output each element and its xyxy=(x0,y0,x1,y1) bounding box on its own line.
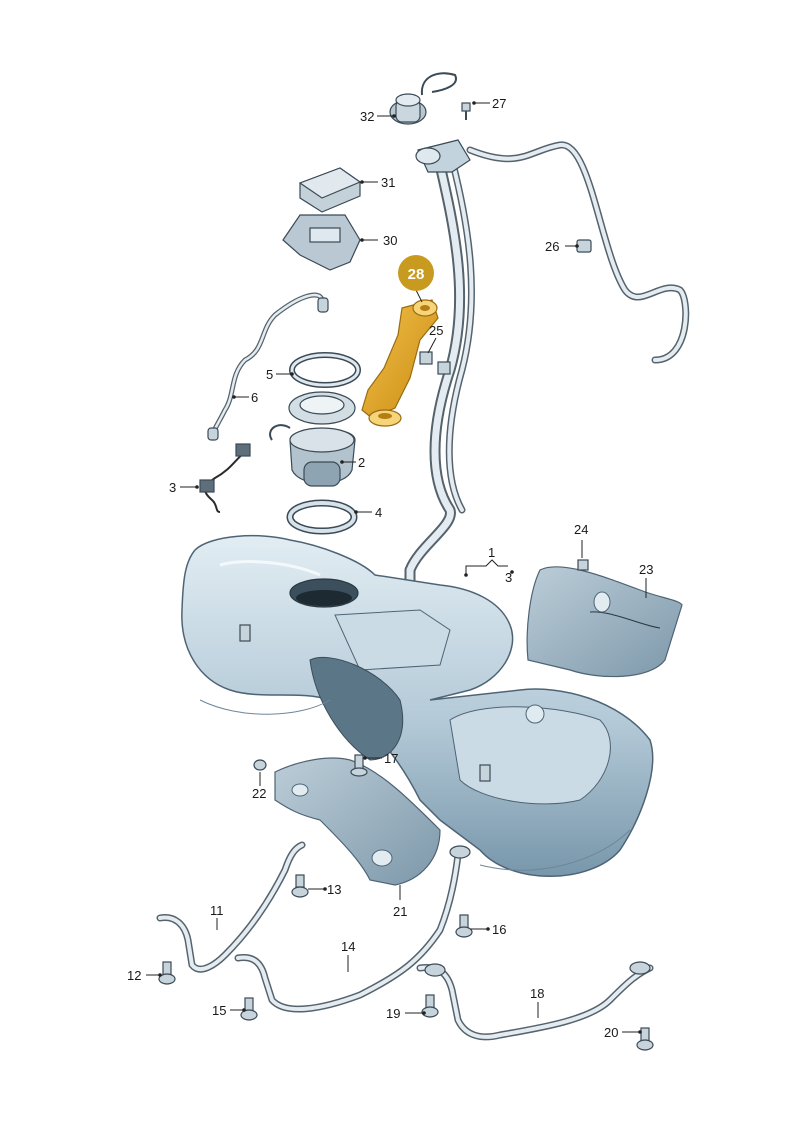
callout-14[interactable]: 14 xyxy=(341,939,355,954)
callout-12[interactable]: 12 xyxy=(127,968,141,983)
callout-24[interactable]: 24 xyxy=(574,522,588,537)
callout-15[interactable]: 15 xyxy=(212,1003,226,1018)
seal-ring-4 xyxy=(286,499,358,535)
leader-dot-20 xyxy=(638,1030,642,1034)
fuel-cap xyxy=(389,72,457,125)
locking-ring-5 xyxy=(289,352,361,388)
callout-26[interactable]: 26 xyxy=(545,239,559,254)
leader-25 xyxy=(427,337,437,354)
callout-1[interactable]: 1 xyxy=(488,545,495,560)
callout-3-secondary[interactable]: 3 xyxy=(505,570,512,585)
fuel-pump-2 xyxy=(269,391,356,487)
callout-2[interactable]: 2 xyxy=(358,455,365,470)
leader-dot-27 xyxy=(472,101,476,105)
leader-dot-32 xyxy=(392,114,396,118)
clip-26 xyxy=(576,239,592,253)
screw-27 xyxy=(461,102,471,120)
leader-dot-31 xyxy=(360,180,364,184)
wiring-harness-3 xyxy=(199,443,251,513)
strap-18 xyxy=(416,961,654,1041)
callout-32[interactable]: 32 xyxy=(360,109,374,124)
leader-dot-12 xyxy=(158,973,162,977)
bolt-22 xyxy=(253,759,267,771)
callout-20[interactable]: 20 xyxy=(604,1025,618,1040)
leader-1 xyxy=(465,559,508,575)
bolt-19 xyxy=(421,994,439,1018)
leader-dot-15 xyxy=(242,1008,246,1012)
callout-17[interactable]: 17 xyxy=(384,751,398,766)
callout-4[interactable]: 4 xyxy=(375,505,382,520)
control-unit-31 xyxy=(298,167,362,213)
leader-dot-2 xyxy=(340,460,344,464)
strap-14 xyxy=(234,845,471,1013)
fuel-tank-1 xyxy=(181,534,654,877)
leader-dot-16 xyxy=(486,927,490,931)
bolt-12 xyxy=(158,961,176,985)
leader-dot-26 xyxy=(575,244,579,248)
callout-11[interactable]: 11 xyxy=(210,903,224,918)
bolt-17 xyxy=(350,754,368,777)
filler-neck-assembly xyxy=(404,139,690,601)
fuel-line-6 xyxy=(207,292,329,441)
leader-dot-1 xyxy=(464,573,468,577)
badge-label: 28 xyxy=(408,266,425,283)
leader-dot-4 xyxy=(354,510,358,514)
leader-dot-5 xyxy=(290,372,294,376)
callout-25[interactable]: 25 xyxy=(429,323,443,338)
bracket-30 xyxy=(282,214,361,271)
bolt-20 xyxy=(636,1027,654,1051)
callout-22[interactable]: 22 xyxy=(252,786,266,801)
callout-6[interactable]: 6 xyxy=(251,390,258,405)
callout-31[interactable]: 31 xyxy=(381,175,395,190)
callout-13[interactable]: 13 xyxy=(327,882,341,897)
leader-dot-6 xyxy=(232,395,236,399)
heat-shield-23 xyxy=(526,559,683,678)
bolt-16 xyxy=(455,914,473,938)
callout-21[interactable]: 21 xyxy=(393,904,407,919)
badge-circle xyxy=(398,255,434,291)
callout-16[interactable]: 16 xyxy=(492,922,506,937)
bolt-13 xyxy=(291,874,309,898)
callout-27[interactable]: 27 xyxy=(492,96,506,111)
leader-dot-3 xyxy=(195,485,199,489)
callout-23[interactable]: 23 xyxy=(639,562,653,577)
callout-18[interactable]: 18 xyxy=(530,986,544,1001)
callout-5[interactable]: 5 xyxy=(266,367,273,382)
callout-3[interactable]: 3 xyxy=(169,480,176,495)
leader-dot-17 xyxy=(363,756,367,760)
strap-11 xyxy=(156,841,306,973)
heat-shield-21 xyxy=(274,757,441,886)
highlighted-bracket-28[interactable] xyxy=(361,299,439,427)
leader-dot-30 xyxy=(360,238,364,242)
highlight-badge-28[interactable]: 28 xyxy=(398,255,434,303)
callout-30[interactable]: 30 xyxy=(383,233,397,248)
leader-dot-19 xyxy=(422,1011,426,1015)
callout-19[interactable]: 19 xyxy=(386,1006,400,1021)
bolt-15 xyxy=(240,997,258,1021)
nut-25 xyxy=(419,351,451,375)
leader-dot-1b xyxy=(510,570,514,574)
leader-dot-13 xyxy=(323,887,327,891)
callout-group: 32 27 31 30 26 25 5 6 2 3 xyxy=(127,96,653,1040)
